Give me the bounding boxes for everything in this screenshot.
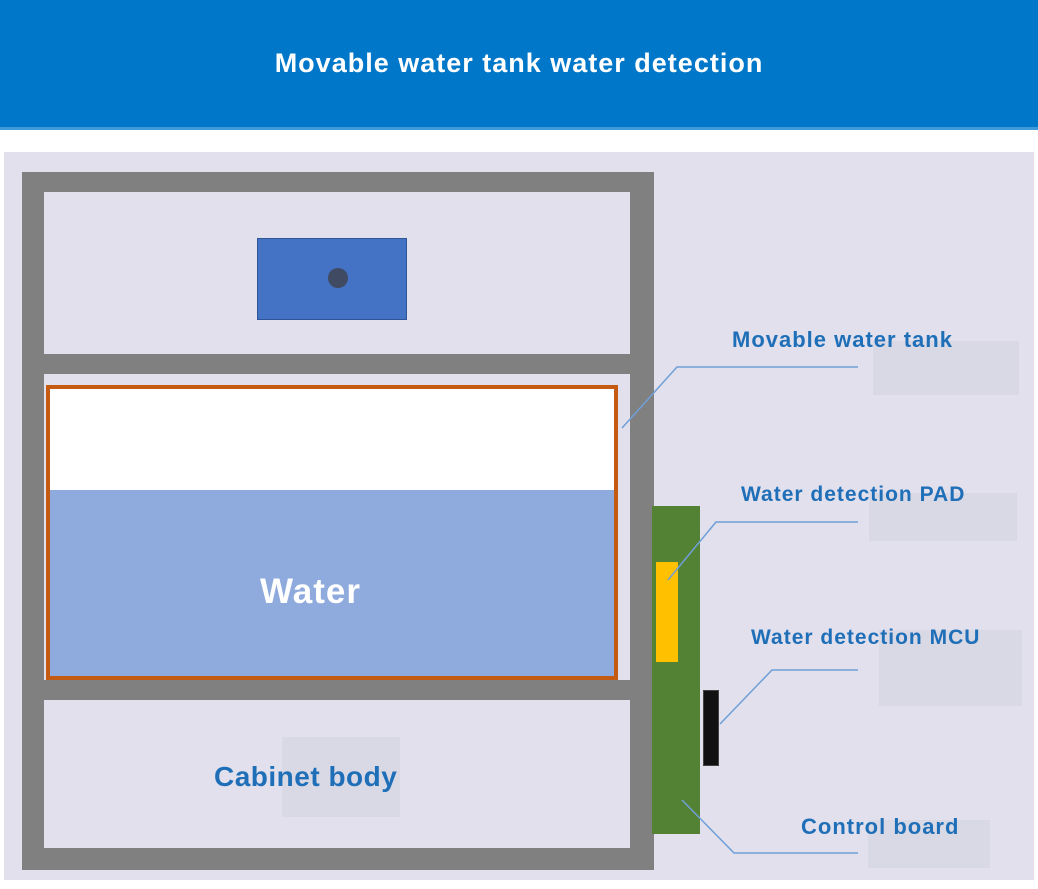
callout-water-detection-pad: Water detection PAD [741, 483, 966, 506]
leader-line-board [681, 799, 858, 854]
water-detection-mcu [703, 690, 719, 766]
leader-line-tank [621, 366, 858, 429]
label-placeholder [879, 630, 1022, 706]
water-label: Water [260, 572, 361, 611]
callout-control-board: Control board [801, 814, 960, 839]
label-placeholder [868, 820, 990, 868]
label-placeholder [869, 493, 1017, 541]
header-banner: Movable water tank water detection [0, 0, 1038, 130]
callout-water-detection-mcu: Water detection MCU [751, 626, 981, 649]
top-box-dot [328, 268, 348, 288]
label-placeholder [282, 737, 400, 817]
movable-water-tank [46, 385, 618, 680]
leader-line-mcu [719, 669, 858, 725]
leader-line-pad [667, 521, 858, 581]
cabinet-body-label: Cabinet body [214, 761, 398, 792]
water-level [50, 490, 614, 676]
control-board [652, 506, 700, 834]
page-title: Movable water tank water detection [274, 48, 764, 78]
callout-movable-water-tank: Movable water tank [732, 327, 953, 352]
label-placeholder [873, 341, 1019, 395]
water-detection-pad [656, 562, 678, 662]
